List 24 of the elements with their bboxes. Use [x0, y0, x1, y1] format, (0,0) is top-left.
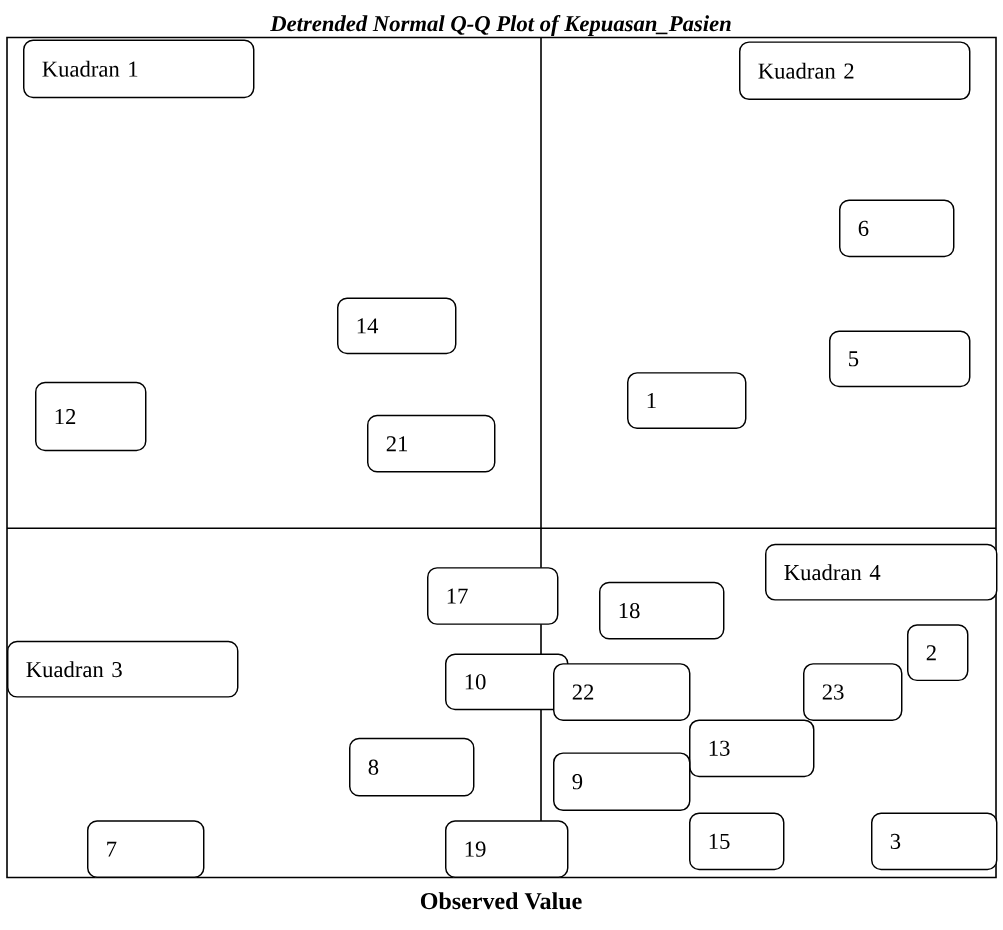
- label-box: 9: [553, 752, 691, 812]
- label-box: 14: [337, 297, 457, 355]
- label-box: 5: [829, 330, 971, 388]
- label-box: 19: [445, 820, 569, 879]
- label-box: Kuadran 2: [739, 41, 971, 101]
- label-box: 13: [689, 719, 815, 778]
- label-box: 17: [427, 567, 559, 625]
- label-box: 1: [627, 372, 747, 429]
- chart-title: Detrended Normal Q-Q Plot of Kepuasan_Pasien: [270, 15, 731, 36]
- label-box: 22: [553, 663, 691, 721]
- label-box: 10: [445, 653, 569, 711]
- label-box: 3: [871, 812, 998, 871]
- label-box: 7: [87, 820, 205, 879]
- label-box: Kuadran 1: [23, 39, 255, 99]
- label-box: Kuadran 4: [765, 543, 998, 601]
- label-box: 21: [367, 414, 496, 473]
- label-box: 8: [349, 737, 475, 797]
- label-box: 2: [907, 624, 969, 682]
- label-box: 6: [839, 199, 955, 258]
- label-box: 23: [803, 663, 903, 721]
- label-box: 12: [35, 381, 147, 452]
- label-box: Kuadran 3: [7, 640, 239, 698]
- label-box: 18: [599, 581, 725, 640]
- label-box: 15: [689, 812, 785, 871]
